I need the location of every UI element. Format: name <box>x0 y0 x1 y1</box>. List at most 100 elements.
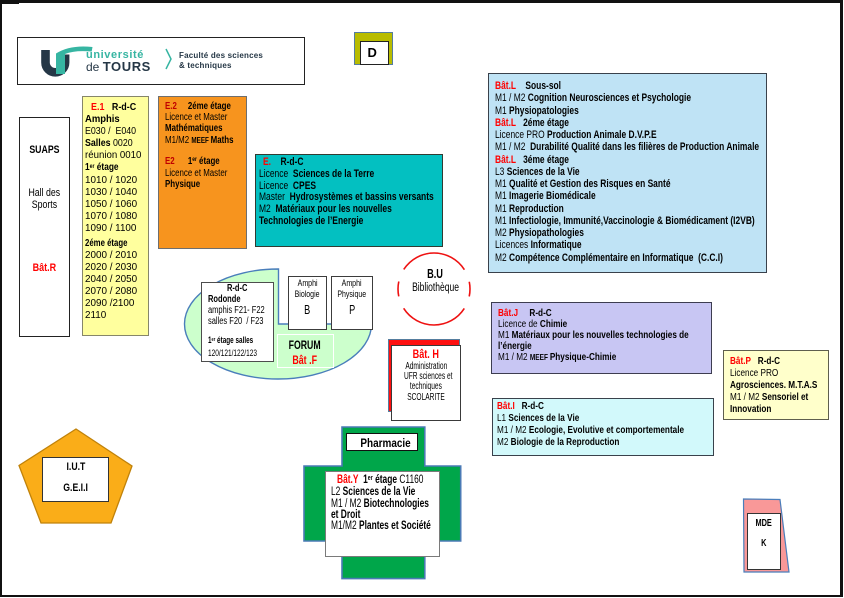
text-line: Licence et Master <box>165 112 228 124</box>
text-line: Licence PRO Production Animale D.V.P.E <box>495 129 657 142</box>
text-line: 2éme étage <box>85 238 128 250</box>
university-logo-box: université de TOURS Faculté des sciences… <box>17 37 305 85</box>
text-line: Agrosciences. M.T.A.S <box>730 378 818 391</box>
text-line: SUAPS <box>29 144 60 156</box>
text-line: techniques <box>409 381 442 393</box>
text-line: Bât .F <box>291 352 317 367</box>
text-line: 2040 / 2050 <box>85 274 138 286</box>
text-line: 1010 / 1020 <box>85 175 138 187</box>
text-line: MDE <box>755 516 773 529</box>
building-d-label: D <box>359 41 389 65</box>
text-line: 2000 / 2010 <box>85 250 138 262</box>
text-line: Bât.L Sous-sol <box>495 80 561 92</box>
text-line: Licence et Master <box>165 168 228 180</box>
text-line: Master Hydrosystèmes et bassins versants <box>259 191 434 204</box>
text-line: P <box>348 303 356 318</box>
text-line: Bât.J R-d-C <box>498 306 552 319</box>
text-line: E2 1er étage <box>165 155 220 167</box>
text-line: M2 Matériaux pour les nouvelles <box>259 203 392 216</box>
text-line: Licences Informatique <box>495 239 582 252</box>
text-line: E.1 R-d-C <box>90 102 136 113</box>
text-line: E030 / E040 <box>85 126 137 138</box>
text-line: Salles 0020 <box>85 138 133 150</box>
text-line: M1 Matériaux pour les nouvelles technolo… <box>498 328 689 341</box>
building-mde-k: MDE K <box>747 513 781 570</box>
text-line: Amphi <box>297 278 318 289</box>
text-line: Rodonde <box>208 294 241 306</box>
frame-right <box>840 0 843 597</box>
text-line: M1 Physiopatologies <box>495 104 579 117</box>
frame-top <box>0 0 842 3</box>
text-line: Bât.I R-d-C <box>497 400 544 412</box>
text-line: M1 Infectiologie, Immunité,Vaccinologie … <box>495 214 755 227</box>
text-line: Bibliothèque <box>412 279 459 294</box>
text-line: M1 Imagerie Biomédicale <box>495 190 596 203</box>
ut-logo-icon <box>41 46 172 77</box>
text-line: 1er étage <box>85 162 119 174</box>
text-line: 1090 / 1100 <box>85 223 137 235</box>
text-line: 1030 / 1040 <box>85 187 138 199</box>
text-line: salles F20 / F23 <box>208 316 264 328</box>
text-line: Administration <box>405 360 447 372</box>
text-line: I.U.T <box>66 461 85 473</box>
text-line: Bât.L 2éme étage <box>495 116 569 129</box>
text-line: 2110 <box>85 310 107 322</box>
text-line: Biologie <box>295 289 320 301</box>
text-line: M2 Compétence Complémentaire en Informat… <box>495 251 723 264</box>
text-line: 2020 / 2030 <box>85 262 138 274</box>
text-line: Amphi <box>342 278 362 289</box>
text-line: M2 Biologie de la Reproduction <box>497 436 620 449</box>
building-d: D <box>354 32 393 65</box>
text-line: 2090 /2100 <box>85 298 135 310</box>
text-line: M1/M2 MEEF Maths <box>165 134 234 146</box>
text-line: Innovation <box>730 402 772 415</box>
text-line: L2 Sciences de la Vie <box>331 486 416 499</box>
text-line: Physique <box>165 179 201 191</box>
text-line: Technologies de l’Energie <box>259 214 364 227</box>
text-line: FORUM <box>288 338 321 353</box>
text-line: B <box>304 303 311 318</box>
text-line: Physique <box>337 289 367 301</box>
logo-universite-text: université <box>86 49 144 61</box>
text-line: K <box>761 536 767 549</box>
text-line: M1 Qualité et Gestion des Risques en San… <box>495 178 671 191</box>
text-line: M1 / M2 Durabilité Qualité dans les fili… <box>495 141 760 154</box>
text-line: M1 / M2 Ecologie, Evolutive et comportem… <box>497 424 685 437</box>
text-line: E. R-d-C <box>263 156 304 168</box>
text-line: 120/121/122/123 <box>208 348 257 360</box>
text-line: Hall des <box>28 186 61 199</box>
text-line: Licence Sciences de la Terre <box>259 167 375 180</box>
text-line: Mathématiques <box>165 123 223 135</box>
text-line: Bât.L 3éme étage <box>495 153 569 166</box>
frame-left <box>0 0 2 597</box>
text-line: SCOLARITE <box>407 391 445 403</box>
text-line: Licence PRO <box>730 366 779 379</box>
text-line: amphis F21- F22 <box>208 305 265 317</box>
text-line: M1 Reproduction <box>495 202 564 215</box>
text-line: 1er étage salles <box>208 334 254 346</box>
text-line: M1 / M2 MEEF Physique-Chimie <box>498 351 617 364</box>
text-line: UFR sciences et <box>403 370 453 382</box>
text-line: B.U <box>427 266 444 281</box>
text-line: et Droit <box>331 508 361 521</box>
text-line: 1070 / 1080 <box>85 211 138 223</box>
text-line: M1 / M2 Sensoriel et <box>730 390 809 403</box>
text-line: M1 / M2 Cognition Neurosciences et Psych… <box>495 92 692 105</box>
text-line: 2070 / 2080 <box>85 286 138 298</box>
text-line: Bât.Y 1er étage C1160 <box>337 474 424 486</box>
text-line: M2 Physiopathologies <box>495 227 584 240</box>
